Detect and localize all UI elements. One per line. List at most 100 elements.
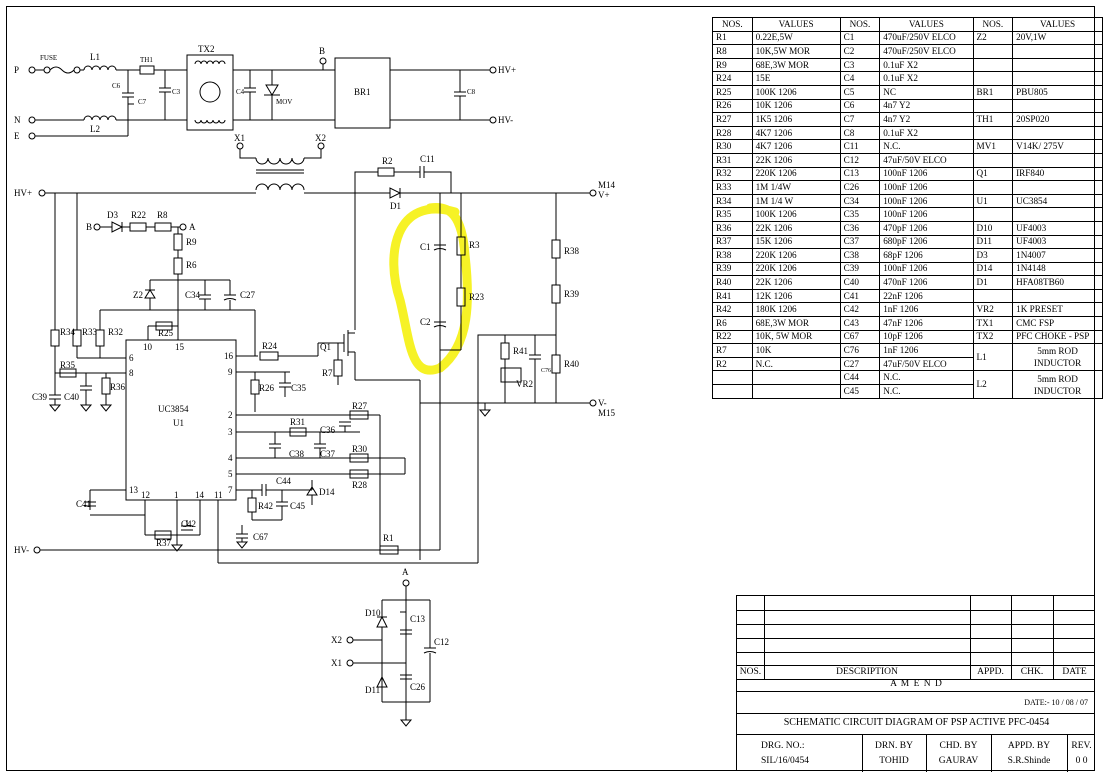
tb-drg-no-label: DRG. NO.: <box>761 741 805 751</box>
label-c38: C38 <box>289 449 305 459</box>
label-n: N <box>14 115 21 125</box>
bom-cell: C67 <box>839 329 881 345</box>
bom-cell: 15K 1206 <box>751 234 841 250</box>
bom-cell: 22nF 1206 <box>879 288 974 304</box>
label-br1: BR1 <box>354 87 371 97</box>
tb-appd-by: S.R.Shinde <box>1007 756 1051 766</box>
label-c36: C36 <box>320 425 336 435</box>
ic-ref: U1 <box>173 418 184 428</box>
label-r33: R33 <box>82 327 98 337</box>
pin-6: 6 <box>129 353 134 363</box>
label-r34: R34 <box>60 327 76 337</box>
tb-amend: A M E N D <box>890 679 943 689</box>
bom-cell: C27 <box>839 356 881 372</box>
label-c1: C1 <box>420 242 431 252</box>
bom-cell: 100K 1206 <box>751 84 841 100</box>
inductor-value-line1: 5mm ROD <box>1037 346 1078 357</box>
label-c3: C3 <box>172 88 181 96</box>
bom-cell: 100K 1206 <box>751 207 841 222</box>
bom-cell: 22K 1206 <box>751 220 841 236</box>
bom-cell: R22 <box>712 329 753 345</box>
bom-cell: C12 <box>839 152 881 168</box>
schematic-labels: P N E FUSE L1 L2 TH1 TX2 C6 C7 C3 C4 MOV… <box>14 44 616 695</box>
bom-cell: C2 <box>839 44 881 59</box>
label-r1: R1 <box>383 533 394 543</box>
label-r39: R39 <box>564 289 580 299</box>
tb-description-header: DESCRIPTION <box>836 667 898 677</box>
bom-cell: 0.1uF X2 <box>879 71 974 86</box>
bom-cell: C40 <box>839 275 881 290</box>
pin-5: 5 <box>228 469 233 479</box>
label-c41: C41 <box>76 499 91 509</box>
pin-13: 13 <box>129 485 139 495</box>
bom-inductor-ref: L1 <box>972 343 1014 372</box>
bom-cell: UC3854 <box>1012 193 1103 209</box>
bom-cell <box>972 180 1014 195</box>
label-l2: L2 <box>90 124 100 134</box>
bom-cell: 10K,5W MOR <box>751 44 841 59</box>
bom-cell: 0.1uF X2 <box>879 125 974 141</box>
bom-cell: 470uF/250V ELCO <box>879 30 974 46</box>
bom-header-cell: VALUES <box>1012 17 1103 32</box>
bom-cell: 10K 1206 <box>751 98 841 114</box>
pin-7: 7 <box>228 485 233 495</box>
bom-cell: 100nF 1206 <box>879 166 974 182</box>
pin-1: 1 <box>174 490 179 500</box>
label-c26: C26 <box>410 682 426 692</box>
pin-14: 14 <box>195 490 205 500</box>
bom-cell: C41 <box>839 288 881 304</box>
bom-cell <box>972 98 1014 114</box>
label-x2-bottom: X2 <box>331 635 342 645</box>
bom-cell: 10pF 1206 <box>879 329 974 345</box>
input-filter <box>28 54 497 191</box>
bom-cell: N.C. <box>751 356 841 372</box>
bom-cell: R30 <box>712 139 753 154</box>
label-c8: C8 <box>467 88 476 96</box>
label-c11: C11 <box>420 154 435 164</box>
bom-cell: U1 <box>972 193 1014 209</box>
tb-drn-by-label: DRN. BY <box>874 741 913 751</box>
bom-cell: C5 <box>839 84 881 100</box>
label-r36: R36 <box>110 382 126 392</box>
inductor-value-line2: INDUCTOR <box>1033 385 1082 396</box>
label-r27: R27 <box>352 401 368 411</box>
label-c67: C67 <box>253 532 269 542</box>
bom-cell: C36 <box>839 220 881 236</box>
bom-cell: R37 <box>712 234 753 250</box>
bom-inductor-ref: L2 <box>972 370 1014 399</box>
bom-cell: 100nF 1206 <box>879 193 974 209</box>
bias-supply <box>346 579 437 727</box>
label-p: P <box>14 65 19 75</box>
bom-cell: D1 <box>972 275 1014 290</box>
bom-cell: V14K/ 275V <box>1012 139 1103 154</box>
bom-cell: HFA08TB60 <box>1012 275 1103 290</box>
bom-cell <box>972 207 1014 222</box>
bom-cell: R25 <box>712 84 753 100</box>
bom-cell: R31 <box>712 152 753 168</box>
bom-cell: 47uF/50V ELCO <box>879 152 974 168</box>
bom-cell <box>1012 98 1103 114</box>
bom-cell: 1K PRESET <box>1012 302 1103 318</box>
label-x2: X2 <box>315 133 326 143</box>
bom-cell: C3 <box>839 57 881 73</box>
bom-cell: 20SP020 <box>1012 112 1103 127</box>
label-r42: R42 <box>258 501 273 511</box>
pin-8: 8 <box>129 368 134 378</box>
label-c27: C27 <box>240 290 256 300</box>
bom-cell: 68pF 1206 <box>879 248 974 263</box>
bom-cell: 1nF 1206 <box>879 302 974 318</box>
bom-cell: R7 <box>712 343 753 358</box>
bom-cell: 1nF 1206 <box>879 343 974 358</box>
label-vr2: VR2 <box>516 379 533 389</box>
label-r22: R22 <box>131 210 146 220</box>
label-c45: C45 <box>290 501 306 511</box>
bom-cell: R2 <box>712 356 753 372</box>
label-r6: R6 <box>186 260 197 270</box>
bom-cell: C38 <box>839 248 881 263</box>
bom-cell: 20V,1W <box>1012 30 1103 46</box>
